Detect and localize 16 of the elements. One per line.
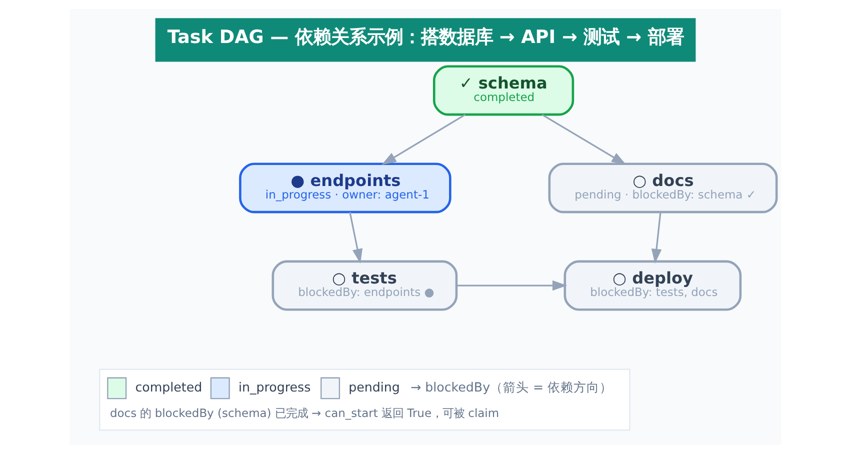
node-box: ○ deploy blockedBy: tests, docs	[563, 260, 742, 310]
diagram-title: Task DAG — 依赖关系示例：搭数据库 → API → 测试 → 部署	[166, 26, 684, 48]
node-box: ● endpoints in_progress · owner: agent-1	[238, 162, 451, 213]
label: → blockedBy（箭头 = 依赖方向）	[410, 378, 612, 394]
label: docs 的 blockedBy (schema) 已完成 → can_start 返回 True，可被 claim	[109, 405, 499, 420]
node-box: ○ tests blockedBy: endpoints ●	[271, 260, 458, 310]
legend-label: pending	[348, 378, 400, 394]
legend-label: in_progress	[238, 378, 310, 394]
arrow	[348, 212, 362, 264]
legend-label: completed	[134, 378, 202, 394]
arrow	[650, 212, 662, 264]
arrow	[541, 113, 626, 164]
node-box: ✓ schema completed	[432, 64, 574, 116]
arrow	[456, 280, 567, 290]
node-box: ○ docs pending · blockedBy: schema ✓	[548, 162, 778, 213]
arrow	[381, 113, 466, 164]
